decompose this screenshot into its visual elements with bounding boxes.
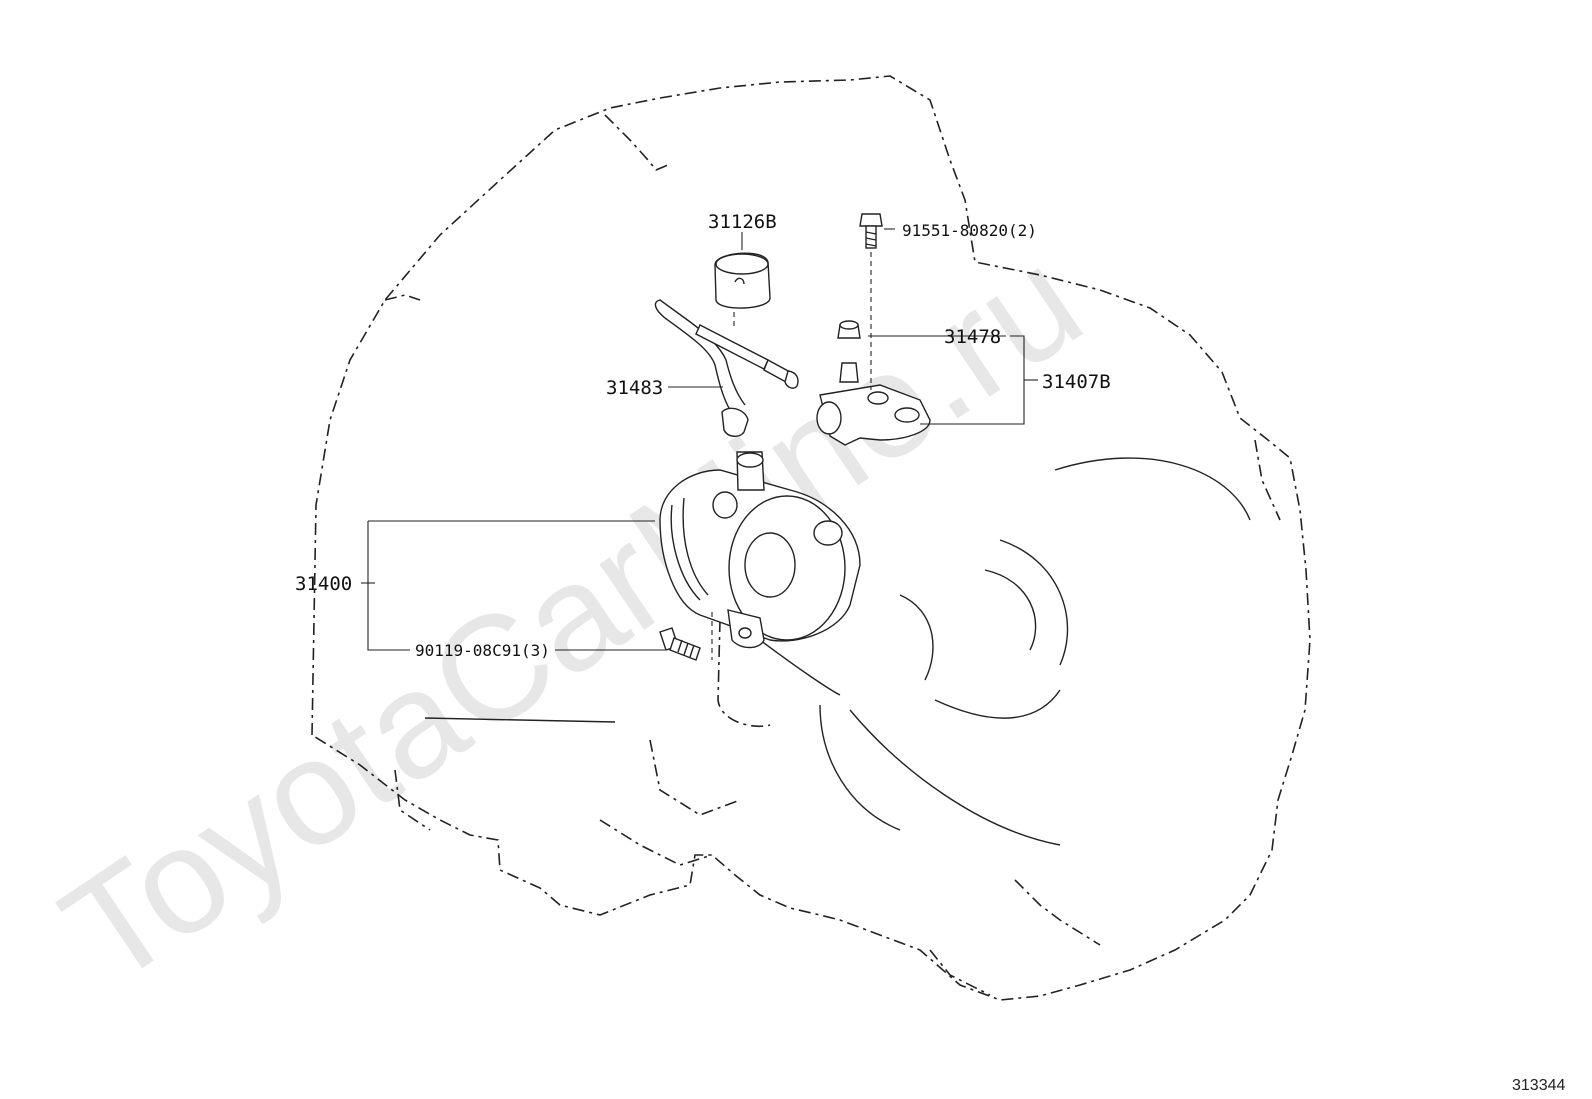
callout-91551-80820: 91551-80820(2) bbox=[902, 221, 1037, 240]
callout-31407B: 31407B bbox=[1042, 371, 1111, 393]
bolt-91551-80820 bbox=[859, 213, 883, 249]
callout-31478: 31478 bbox=[944, 326, 1001, 348]
figure-number: 313344 bbox=[1512, 1077, 1565, 1094]
transmission-housing-outline bbox=[311, 75, 1311, 1001]
bolt-90119-08C91 bbox=[659, 627, 701, 661]
callout-90119-08C91: 90119-08C91(3) bbox=[415, 641, 550, 660]
release-cylinder-31400 bbox=[659, 451, 861, 649]
bleeder-cap-31478 bbox=[837, 320, 861, 339]
callout-31400: 31400 bbox=[295, 573, 352, 595]
clutch-line-31483 bbox=[654, 299, 799, 437]
callout-31483: 31483 bbox=[606, 377, 663, 399]
leader-lines bbox=[361, 228, 1038, 660]
bleeder-plug-31407B bbox=[816, 362, 931, 446]
grommet-31126B bbox=[714, 252, 771, 309]
callout-31126B: 31126B bbox=[708, 211, 777, 233]
